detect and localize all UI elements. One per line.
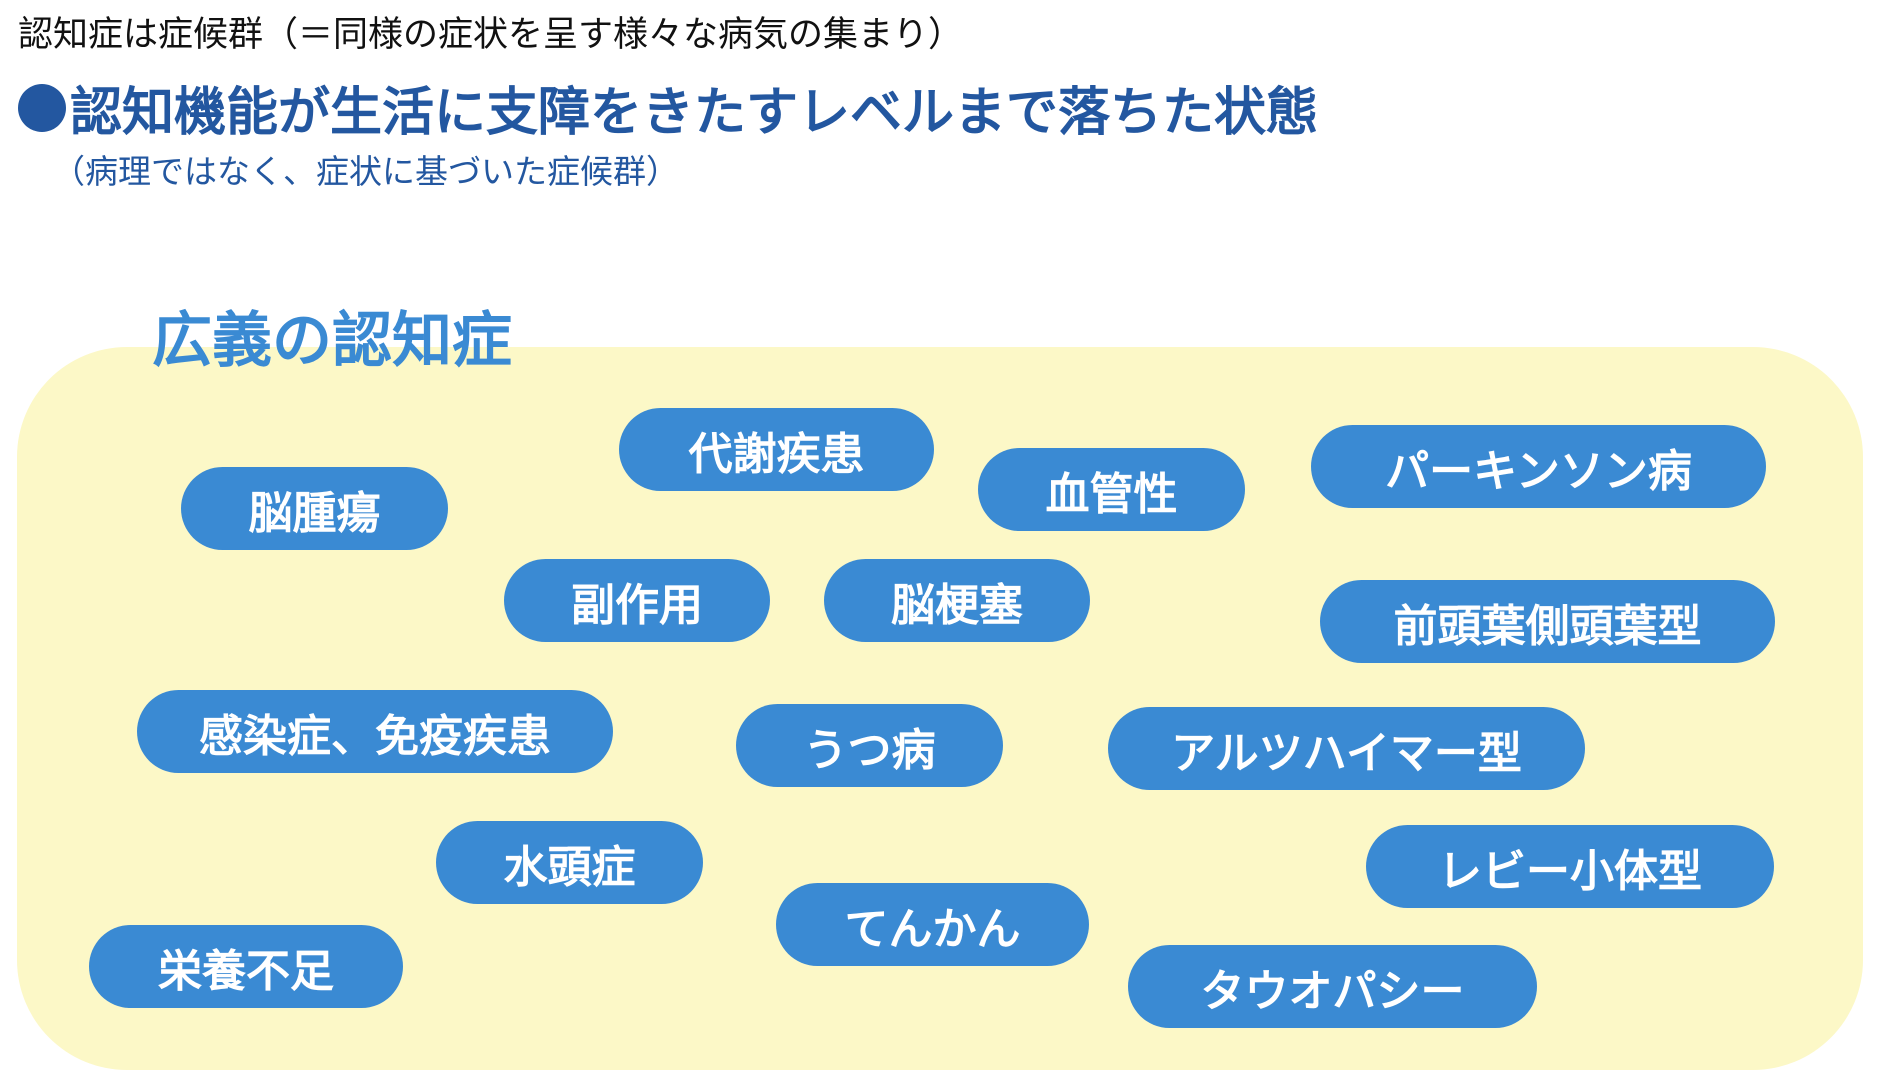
pill-depression: うつ病 — [736, 704, 1003, 787]
pill-vascular: 血管性 — [978, 448, 1245, 531]
pill-brain-tumor: 脳腫瘍 — [181, 467, 448, 550]
bullet-icon — [18, 83, 66, 132]
intro-line: 認知症は症候群（＝同様の症状を呈す様々な病気の集まり） — [18, 15, 964, 55]
area-title: 広義の認知症 — [152, 306, 512, 376]
sub-note: （病理ではなく、症状に基づいた症候群） — [52, 152, 679, 191]
pill-lewy-body: レビー小体型 — [1366, 825, 1774, 908]
pill-side-effect: 副作用 — [504, 559, 770, 642]
pill-parkinson: パーキンソン病 — [1311, 425, 1766, 508]
main-heading-text: 認知機能が生活に支障をきたすレベルまで落ちた状態 — [70, 83, 1319, 143]
pill-metabolic: 代謝疾患 — [619, 408, 934, 491]
pill-tauopathy: タウオパシー — [1128, 945, 1537, 1028]
pill-frontotemporal: 前頭葉側頭葉型 — [1320, 580, 1775, 663]
pill-epilepsy: てんかん — [776, 883, 1089, 966]
pill-alzheimer: アルツハイマー型 — [1108, 707, 1585, 790]
pill-malnutrition: 栄養不足 — [89, 925, 403, 1008]
main-heading: 認知機能が生活に支障をきたすレベルまで落ちた状態 — [18, 70, 1318, 145]
pill-cerebral-infarction: 脳梗塞 — [824, 559, 1090, 642]
pill-hydrocephalus: 水頭症 — [436, 821, 703, 904]
pill-infection-immune: 感染症、免疫疾患 — [137, 690, 613, 773]
